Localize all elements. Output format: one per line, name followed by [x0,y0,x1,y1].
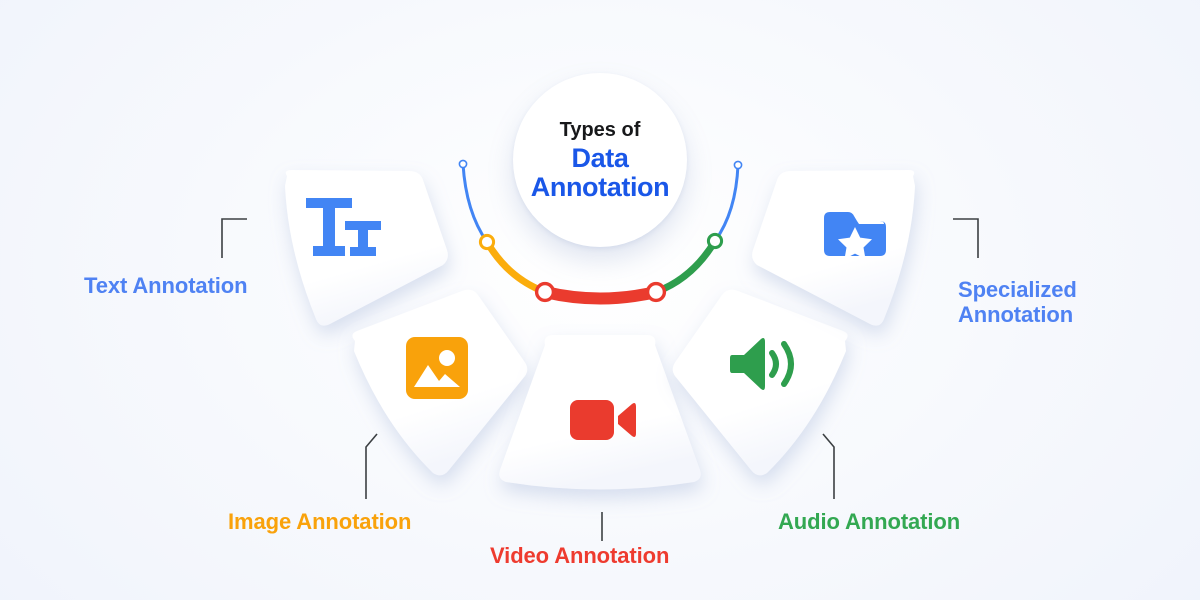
label-video-annotation: Video Annotation [490,543,670,568]
connector-text-annotation [221,218,247,258]
arc-node-group [458,159,743,303]
node-green-icon [706,232,724,250]
folder-star-icon [824,212,886,258]
center-title-badge: Types of Data Annotation [513,73,687,247]
label-image-annotation: Image Annotation [228,509,412,534]
node-yellow-icon [478,233,496,251]
node-right-end-icon [733,160,743,170]
label-audio-annotation: Audio Annotation [778,509,961,534]
node-left-end-icon [458,159,468,169]
arc-segment-left-blue [461,162,489,244]
connector-specialized-annotation [953,218,979,258]
text-format-icon [306,198,381,256]
center-title-line-2: Data Annotation [530,142,670,202]
node-red-left-icon [534,281,556,303]
arc-segment-red [539,286,662,305]
image-picture-icon [406,337,468,399]
node-red-right-icon [645,281,667,303]
arc-segment-yellow [483,238,549,296]
connector-group [221,218,979,541]
label-text-annotation: Text Annotation [84,273,248,298]
speaker-volume-icon [730,338,794,390]
center-title-line-1: Types of [559,118,641,141]
label-specialized-annotation: Specialized Annotation [958,277,1077,327]
arc-segment-green [652,237,719,296]
arc-segment-right-blue [713,163,740,243]
video-camera-icon [570,400,636,440]
connector-image-annotation [365,433,378,499]
connector-audio-annotation [822,433,835,499]
